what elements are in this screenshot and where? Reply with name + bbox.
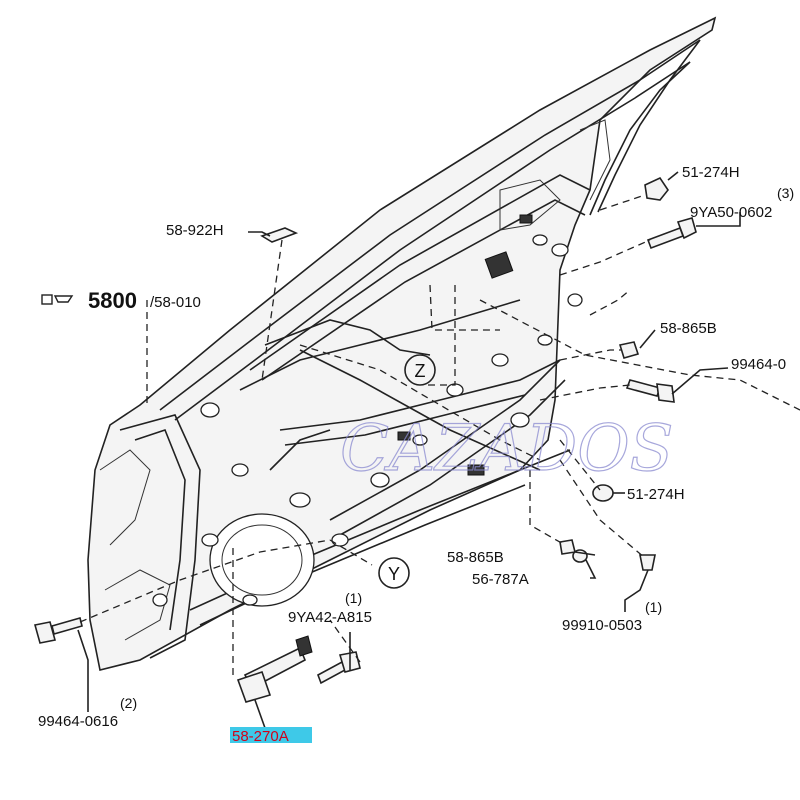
- watermark-text: CAZADOS: [340, 412, 674, 486]
- label-9ya42-a815: 9YA42-A815: [288, 609, 372, 626]
- label-9ya50-0602: 9YA50-0602: [690, 204, 772, 221]
- bolt-9ya50-0602: [646, 217, 697, 250]
- bolt-99464-0616: [33, 617, 83, 644]
- part-icon: [41, 294, 74, 305]
- callout-y: Y: [378, 557, 410, 589]
- highlighted-part-58-270a: 58-270A: [230, 727, 312, 745]
- bolt-99464-right: [625, 379, 675, 403]
- qty-9ya50-0602: (3): [777, 185, 794, 201]
- qty-99464-0616: (2): [120, 695, 137, 711]
- callout-z-label: Z: [415, 361, 426, 381]
- main-part-ref: /58-010: [150, 294, 201, 311]
- qty-9ya42-a815: (1): [345, 590, 362, 606]
- main-part-number: 5800: [88, 288, 137, 313]
- callout-y-label: Y: [388, 564, 400, 584]
- door-frame: [87, 16, 717, 671]
- label-56-787a: 56-787A: [472, 571, 529, 588]
- grommet-part-58-865b-right: [618, 341, 640, 359]
- leader-lines: [77, 171, 800, 729]
- qty-99910-0503: (1): [645, 599, 662, 615]
- clip-part-58-922h: [260, 227, 299, 243]
- main-part-label: 5800 /58-010: [41, 288, 201, 313]
- check-link-58-270a: [236, 635, 313, 703]
- clip-part-51-274h-mid: [592, 484, 614, 502]
- callout-z: Z: [404, 354, 436, 386]
- bolt-99910-0503: [639, 554, 656, 571]
- label-51-274h-mid: 51-274H: [627, 486, 685, 503]
- grommet-part-58-865b-low: [559, 539, 576, 555]
- label-58-865b-right: 58-865B: [660, 320, 717, 337]
- label-58-922h: 58-922H: [166, 222, 224, 239]
- bolt-9ya42-a815: [317, 651, 361, 685]
- label-99464-0616: 99464-0616: [38, 713, 118, 730]
- label-58-270a: 58-270A: [232, 728, 289, 745]
- clip-part-51-274h-top: [644, 176, 669, 201]
- label-99910-0503: 99910-0503: [562, 617, 642, 634]
- label-58-865b-low: 58-865B: [447, 549, 504, 566]
- label-51-274h-top: 51-274H: [682, 164, 740, 181]
- label-99464-right: 99464-0: [731, 356, 786, 373]
- highlight-box: [230, 727, 312, 743]
